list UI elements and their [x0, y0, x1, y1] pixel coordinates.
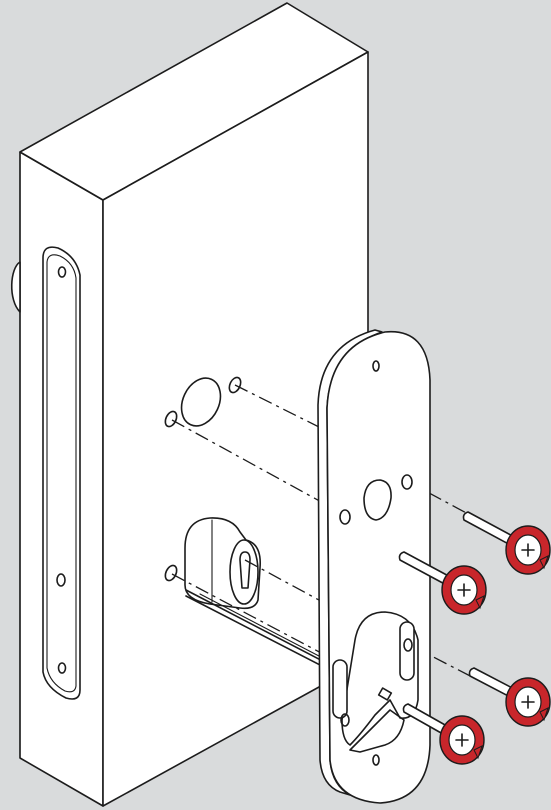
side-hole-cylinder — [164, 564, 178, 582]
screw-4-arrow-tip-icon — [473, 745, 483, 760]
align-line-1 — [234, 384, 326, 431]
plate-hole-top — [372, 360, 380, 372]
screws — [398, 511, 551, 765]
align-line-5 — [171, 573, 326, 656]
front-plate — [317, 329, 431, 804]
latch-bolt — [377, 687, 393, 701]
side-hole-lower — [164, 410, 178, 428]
screw-3-arrow-tip-icon — [539, 707, 549, 722]
plate-latch-opening — [341, 611, 419, 746]
lock-box-faceplate-slot-inner — [46, 254, 77, 693]
plate-hole-bottom — [372, 754, 380, 766]
screw-3-cross-icon — [521, 695, 535, 709]
lock-box-screw-hole-middle — [56, 573, 66, 587]
lock-box-knob — [10, 261, 21, 313]
screw-3 — [468, 667, 551, 727]
spindle-hole — [180, 377, 222, 427]
lock-box-screw-hole-bottom — [57, 662, 67, 674]
screw-4 — [402, 703, 485, 765]
screw-1-arrow-tip-icon — [539, 555, 549, 570]
plate-hole-upper-left — [339, 509, 351, 525]
lock-box — [10, 2, 369, 807]
plate-slot-left — [332, 659, 348, 719]
screw-2 — [398, 551, 487, 615]
screw-1-cross-icon — [521, 543, 535, 557]
lock-box-screw-hole-top — [57, 266, 67, 278]
plate-hole-upper-right — [401, 474, 413, 490]
screw-1 — [462, 511, 551, 575]
screw-2-cross-icon — [457, 583, 471, 597]
align-line-6 — [244, 559, 331, 607]
screw-4-cross-icon — [455, 733, 469, 747]
plate-latch-tongue — [349, 709, 405, 753]
cylinder-face — [229, 539, 259, 605]
plate-hole-lower-left — [340, 713, 350, 727]
screw-2-arrow-tip-icon — [475, 595, 485, 610]
align-line-2 — [171, 419, 346, 516]
plate-hole-lower-right — [403, 638, 413, 652]
cylinder — [184, 517, 262, 610]
plate-spindle-hole — [363, 479, 392, 521]
lock-box-faceplate-slot — [42, 246, 81, 700]
cylinder-keyway — [239, 551, 251, 589]
